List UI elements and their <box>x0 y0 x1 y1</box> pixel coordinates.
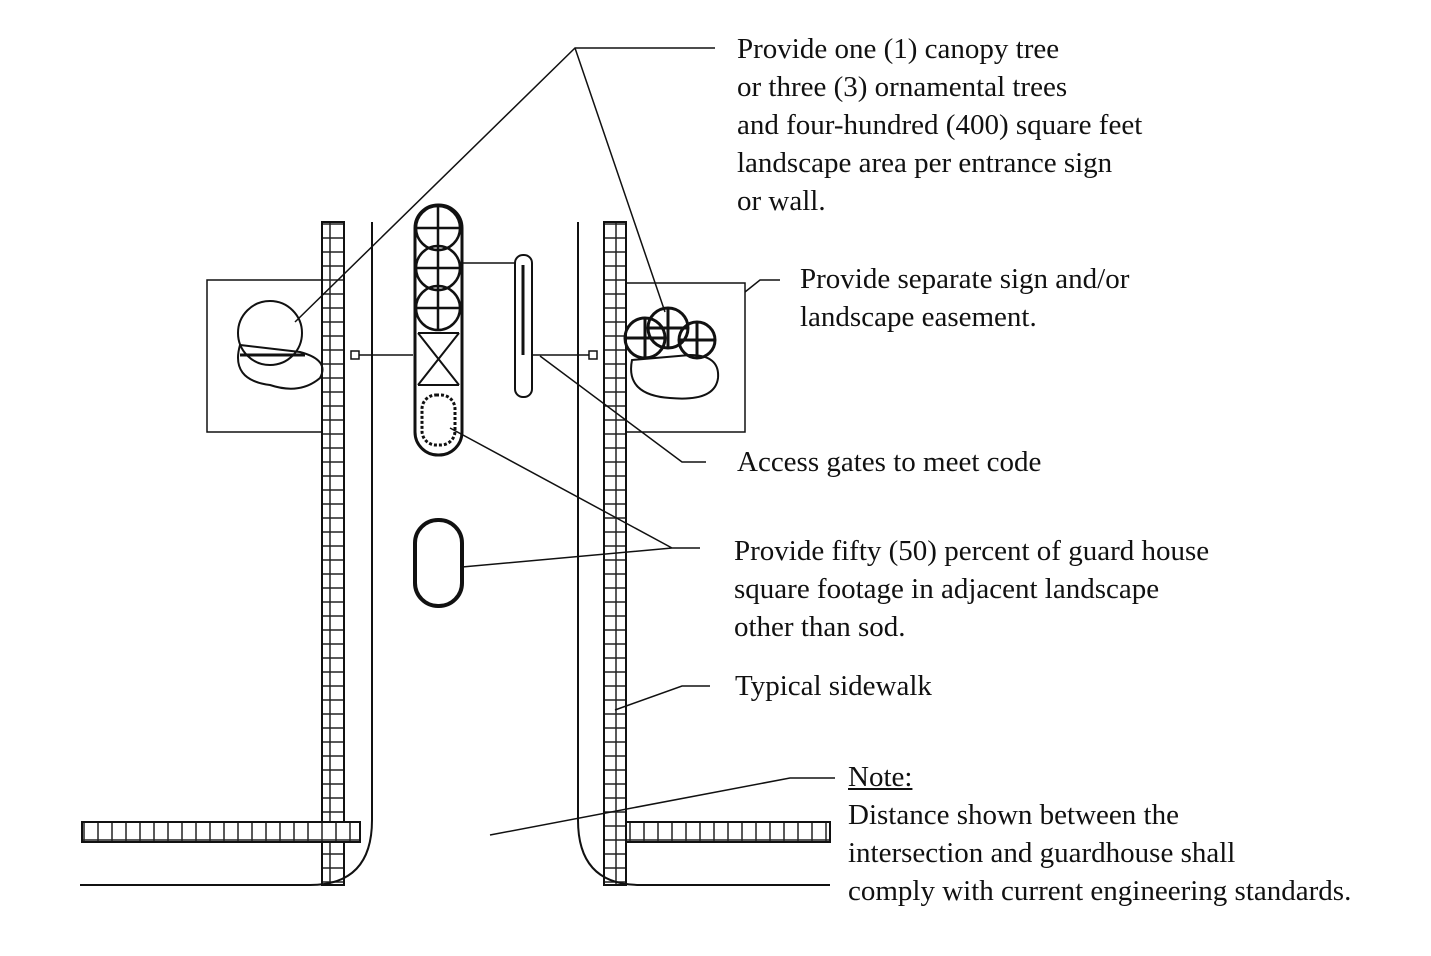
note-line: comply with current engineering standard… <box>848 875 1352 907</box>
ornamental-trees <box>623 306 717 360</box>
note-line: landscape easement. <box>800 301 1037 333</box>
note-line: Distance shown between the <box>848 799 1179 831</box>
tree-requirement-note: Provide one (1) canopy tree or three (3)… <box>737 30 1142 220</box>
engineering-note: Note: Distance shown between the interse… <box>848 758 1351 910</box>
note-line: Provide one (1) canopy tree <box>737 33 1060 65</box>
note-line: and four-hundred (400) square feet <box>737 109 1143 141</box>
guard-house <box>413 518 464 608</box>
canopy-tree <box>237 300 303 366</box>
easement-note: Provide separate sign and/or landscape e… <box>800 260 1129 336</box>
entrance-sign <box>514 254 533 398</box>
leader-lines <box>294 47 835 836</box>
guardhouse-note: Provide fifty (50) percent of guard hous… <box>734 532 1209 646</box>
left-cross-sidewalk <box>81 821 361 843</box>
note-line: square footage in adjacent landscape <box>734 573 1160 605</box>
note-line: other than sod. <box>734 611 906 643</box>
right-curb <box>577 222 830 886</box>
left-easement <box>206 279 323 433</box>
gates-note: Access gates to meet code <box>737 443 1041 481</box>
left-curb <box>80 222 373 886</box>
note-line: Provide separate sign and/or <box>800 263 1130 295</box>
note-line: intersection and guardhouse shall <box>848 837 1236 869</box>
note-line: or wall. <box>737 185 826 217</box>
right-gate <box>588 350 598 360</box>
note-line: landscape area per entrance sign <box>737 147 1113 179</box>
right-easement <box>625 282 746 433</box>
note-line: Provide fifty (50) percent of guard hous… <box>734 535 1210 567</box>
note-line: or three (3) ornamental trees <box>737 71 1068 103</box>
note-title: Note: <box>848 761 913 793</box>
sidewalk-note: Typical sidewalk <box>735 667 932 705</box>
median-trees <box>414 204 462 332</box>
right-cross-sidewalk <box>625 821 831 843</box>
left-gate <box>350 350 360 360</box>
note-line: Typical sidewalk <box>735 670 932 702</box>
left-sidewalk <box>321 221 345 886</box>
note-line: Access gates to meet code <box>737 446 1042 478</box>
